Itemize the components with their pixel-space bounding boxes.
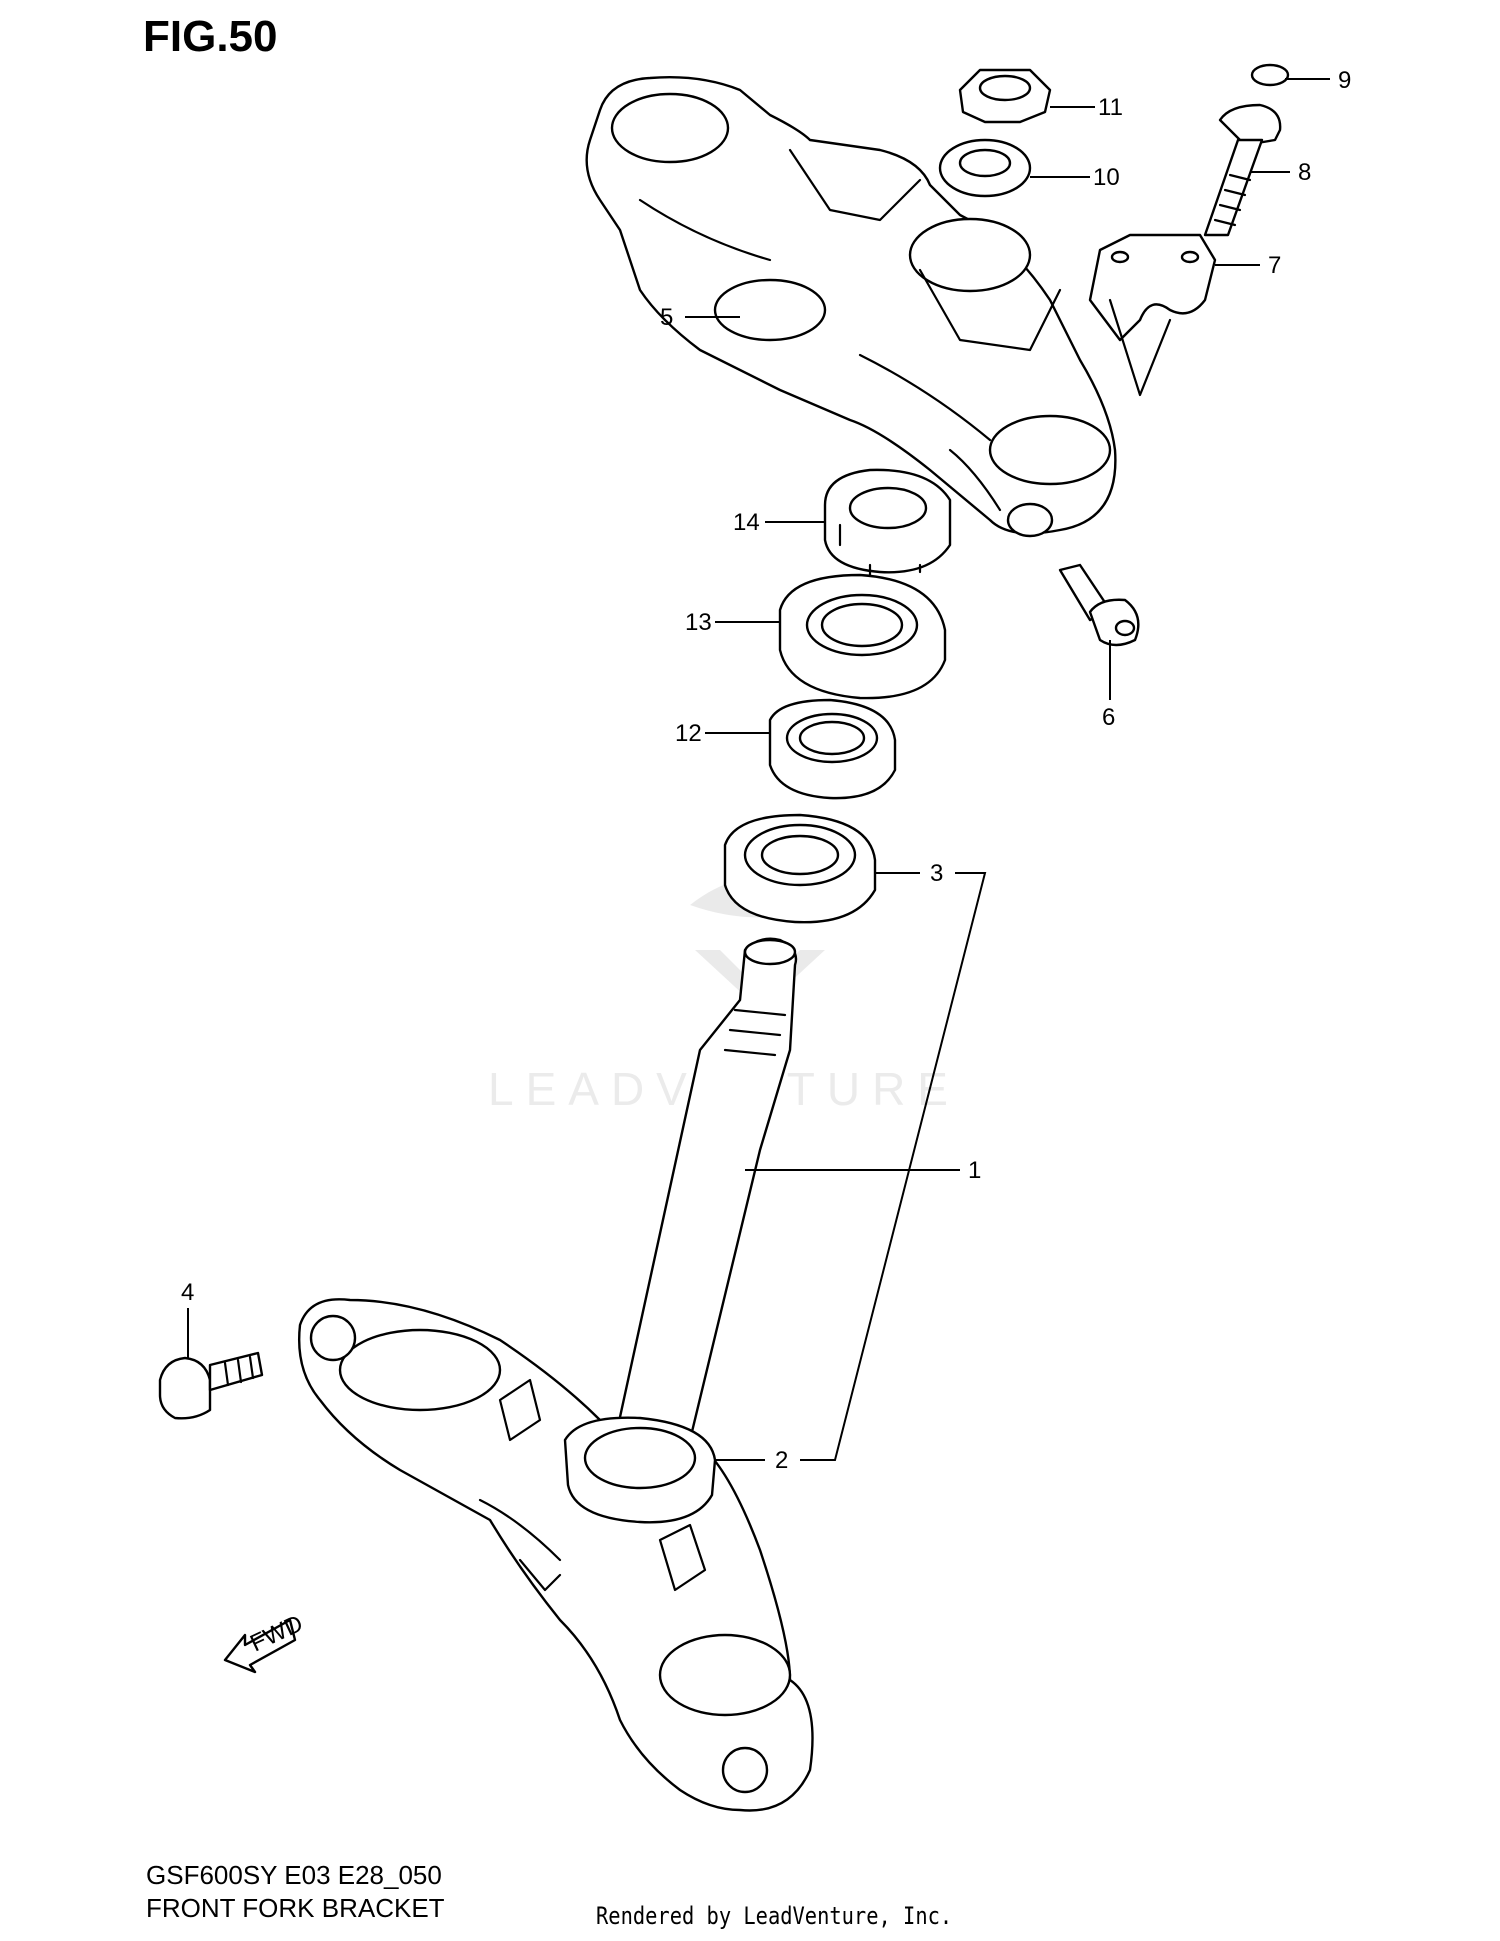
upper-bracket-part-5 <box>585 76 1117 538</box>
callout-11: 11 <box>1098 94 1123 121</box>
callout-8: 8 <box>1298 159 1311 186</box>
dust-seal-part-13 <box>778 573 947 700</box>
washer-part-10 <box>938 138 1032 198</box>
callout-2: 2 <box>775 1447 788 1474</box>
lower-bearing-part-2 <box>563 1416 717 1524</box>
callout-1: 1 <box>968 1157 981 1184</box>
callout-labels: 9 11 10 8 7 5 14 6 13 12 3 1 2 4 <box>181 67 1351 1474</box>
fwd-arrow-icon: FWD <box>223 1610 307 1674</box>
callout-6: 6 <box>1102 704 1115 731</box>
figure-title: FIG.50 <box>143 12 278 61</box>
section-name: FRONT FORK BRACKET <box>146 1893 445 1923</box>
callout-14: 14 <box>733 509 760 536</box>
callout-4: 4 <box>181 1279 194 1306</box>
callout-10: 10 <box>1093 164 1120 191</box>
callout-12: 12 <box>675 720 702 747</box>
handlebar-clamp-part-7 <box>1088 233 1217 397</box>
cap-part-9 <box>1250 63 1290 87</box>
bolt-part-8 <box>1203 103 1282 237</box>
stem-nut-part-14 <box>823 468 952 577</box>
callout-3: 3 <box>930 860 943 887</box>
steering-stem-part-1 <box>613 937 798 1442</box>
model-code: GSF600SY E03 E28_050 <box>146 1860 442 1890</box>
callout-5: 5 <box>660 304 673 331</box>
lower-bracket-part-1 <box>298 1298 814 1812</box>
callout-7: 7 <box>1268 252 1281 279</box>
nut-part-11 <box>958 68 1052 124</box>
bearing-race-part-3 <box>723 813 877 924</box>
callout-13: 13 <box>685 609 712 636</box>
bolt-part-4 <box>158 1351 264 1420</box>
callout-9: 9 <box>1338 67 1351 94</box>
callout-leaders <box>187 78 1330 1461</box>
render-credit: Rendered by LeadVenture, Inc. <box>596 1902 953 1930</box>
pinch-bolt-part-6 <box>1058 563 1140 647</box>
upper-bearing-part-12 <box>768 698 897 800</box>
